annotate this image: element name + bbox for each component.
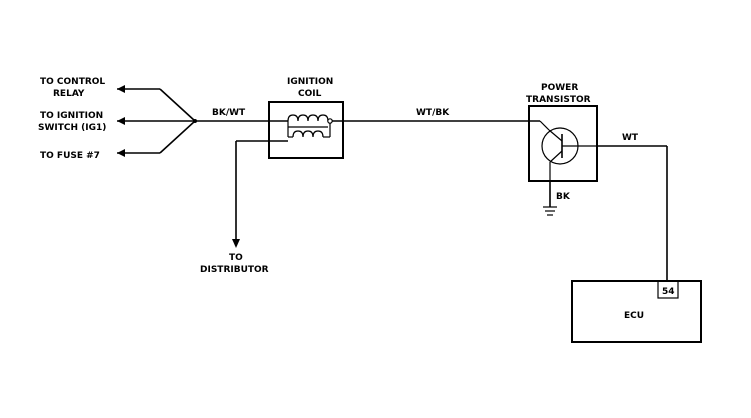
label-wt-bk: WT/BK [416,108,450,118]
label-to-control-relay-1: TO CONTROL [40,77,105,87]
arrowhead-control-relay [117,85,125,93]
ignition-coil-box [268,101,344,159]
ecu-box [571,280,702,343]
label-to-ignition-switch-2: SWITCH (IG1) [38,123,106,133]
feed-wires [117,85,197,157]
transistor-collector [548,129,563,142]
transistor-symbol [539,120,597,181]
arrowhead-fuse [117,149,125,157]
arrowhead-ignition-switch [117,117,125,125]
label-ecu: ECU [624,311,644,321]
transistor-collector-lead [539,120,550,131]
power-transistor-box [528,105,598,182]
label-ignition-coil-2: COIL [298,89,322,99]
transistor-emitter [549,150,563,163]
label-wt: WT [622,133,639,143]
label-to-fuse: TO FUSE #7 [40,151,100,161]
wire-fuse-diag [159,120,196,154]
label-to-control-relay-2: RELAY [53,89,85,99]
coil-terminal [327,118,333,124]
label-bk-wt: BK/WT [212,108,246,118]
label-bk: BK [556,192,571,202]
label-to-distributor-2: DISTRIBUTOR [200,265,269,275]
label-to-distributor-1: TO [229,253,243,263]
primary-winding [287,114,329,122]
secondary-winding [292,130,324,138]
ecu-pin-box [657,280,679,299]
label-power-transistor-1: POWER [541,83,578,93]
ground-icon [543,206,557,216]
label-to-ignition-switch-1: TO IGNITION [40,111,103,121]
label-power-transistor-2: TRANSISTOR [526,95,591,105]
ecu-pin-number: 54 [662,287,675,297]
label-ignition-coil-1: IGNITION [287,77,333,87]
coil-windings [287,114,333,138]
wire-control-relay-diag [159,88,196,122]
arrowhead-distributor [232,239,240,248]
